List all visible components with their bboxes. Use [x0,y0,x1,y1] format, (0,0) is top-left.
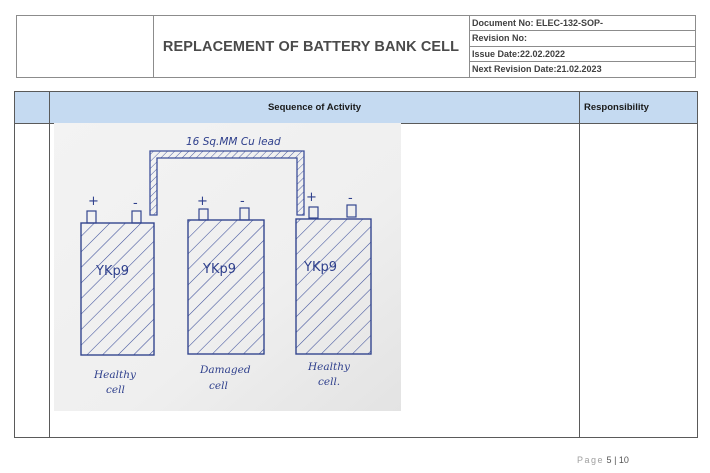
page-word: Page [577,455,605,465]
header-responsibility: Responsibility [584,102,649,113]
page-total: 10 [618,455,629,465]
cell-3 [295,204,372,355]
cell-1-caption-1: Healthy [93,369,137,381]
cell-3-caption-2: cell. [318,376,340,388]
cell-3-caption-1: Healthy [307,361,351,373]
revision-number: Revision No: [469,31,695,47]
logo-cell [17,16,154,77]
cell-2 [187,207,265,355]
cell-2-marking: YKp9 [202,262,236,277]
header-sequence-of-activity: Sequence of Activity [267,102,362,113]
battery-sketch-photo: 16 Sq.MM Cu lead + - YKp9 Healthy cell +… [54,123,401,411]
document-meta: Document No: ELEC-132-SOP- Revision No: … [469,16,695,77]
page-separator: | [611,455,619,465]
cell-3-marking: YKp9 [303,260,337,275]
title-cell: REPLACEMENT OF BATTERY BANK CELL [153,16,470,77]
copper-lead [149,150,305,216]
page-number: 5 [606,455,612,465]
cell-1-plus: + [88,194,99,209]
cell-1-minus: - [133,196,138,211]
cell-1-marking: YKp9 [95,264,129,279]
document-title: REPLACEMENT OF BATTERY BANK CELL [162,38,460,55]
cell-3-plus: + [306,190,317,205]
issue-date: Issue Date:22.02.2022 [469,47,695,62]
cell-2-caption-1: Damaged [199,364,251,376]
cell-2-caption-2: cell [209,380,228,392]
column-divider [579,92,580,437]
cell-3-minus: - [348,191,353,206]
lead-label: 16 Sq.MM Cu lead [186,136,281,148]
cell-1 [80,210,155,356]
next-revision-date: Next Revision Date:21.02.2023 [472,63,602,74]
cell-1-caption-2: cell [106,384,125,396]
column-divider [49,92,50,437]
cell-2-minus: - [240,194,245,209]
document-header: REPLACEMENT OF BATTERY BANK CELL Documen… [16,15,696,78]
cell-2-plus: + [197,194,208,209]
document-number: Document No: ELEC-132-SOP- [469,16,695,32]
page-footer: Page 5 | 10 [577,455,629,465]
